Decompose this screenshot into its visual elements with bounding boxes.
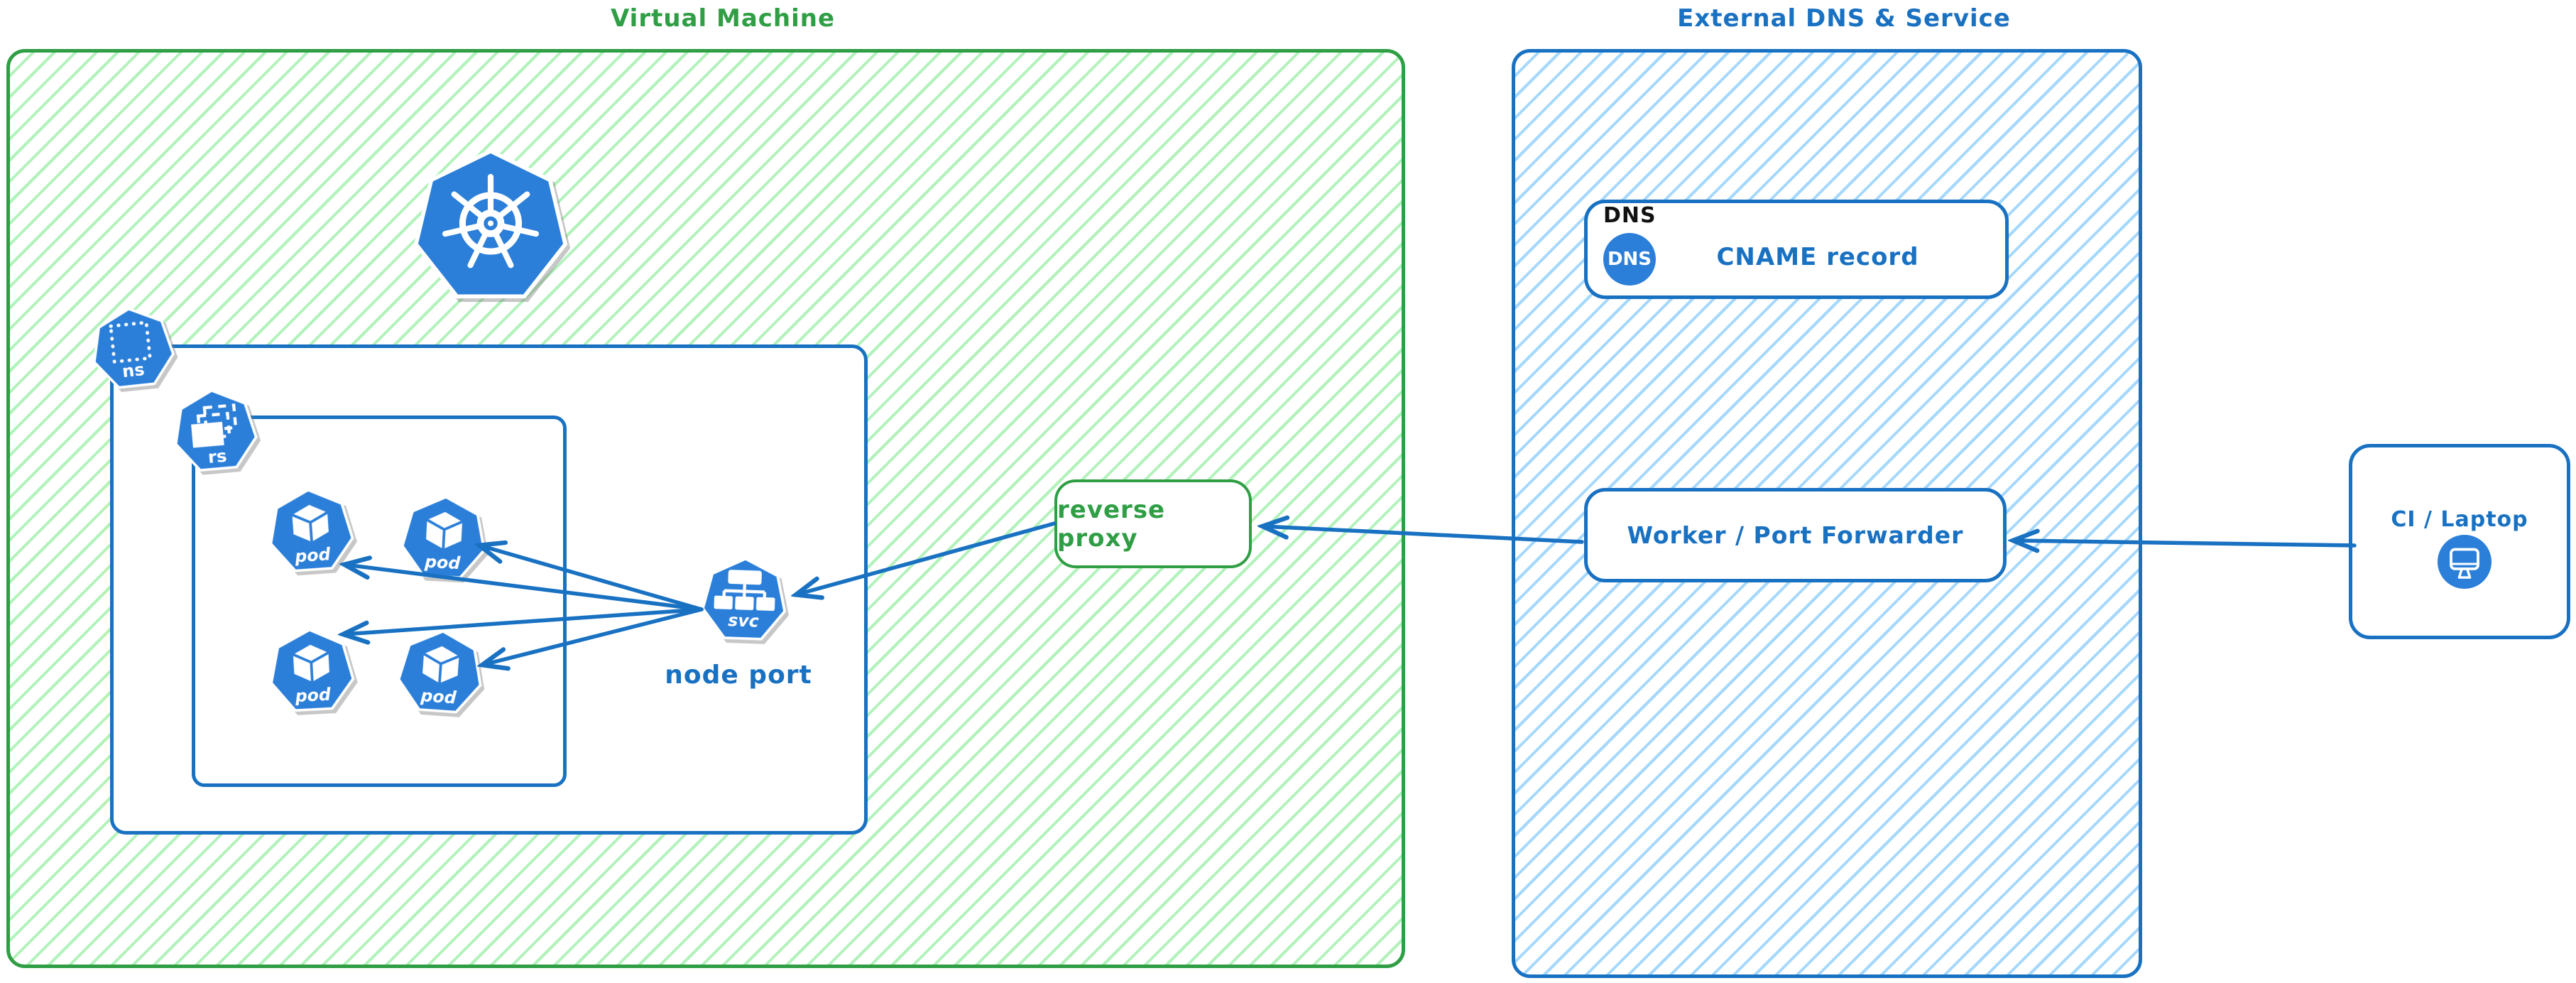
dns-record-box <box>1584 200 2009 299</box>
replicaset-icon: rs <box>174 389 258 472</box>
kubernetes-logo-icon <box>413 148 568 299</box>
client-label: CI / Laptop <box>2391 507 2528 532</box>
pod-label: pod <box>424 552 462 574</box>
dns-circle-icon: DNS <box>1603 233 1656 286</box>
service-icon: svc <box>701 557 787 641</box>
reverse-proxy-label: reverse proxy <box>1057 495 1166 553</box>
pod-label: pod <box>420 685 458 708</box>
cname-record-label: CNAME record <box>1716 243 1919 271</box>
monitor-glyph <box>2450 548 2479 579</box>
namespace-badge-label: ns <box>121 359 146 381</box>
pod-icon-2: pod <box>400 495 486 580</box>
worker-label: Worker / Port Forwarder <box>1627 521 1964 549</box>
reverse-proxy-box: reverse proxy <box>1054 479 1252 568</box>
dns-tag-label: DNS <box>1603 203 1657 228</box>
vm-group-title: Virtual Machine <box>610 4 836 33</box>
pod-icon-4: pod <box>397 629 482 714</box>
worker-box: Worker / Port Forwarder <box>1584 488 2007 582</box>
namespace-icon: ns <box>92 307 175 389</box>
pod-label: pod <box>294 544 332 567</box>
pod-icon-1: pod <box>269 488 354 572</box>
external-group-title: External DNS & Service <box>1677 4 2011 33</box>
pod-label: pod <box>294 685 332 707</box>
node-port-label: node port <box>665 661 812 690</box>
dns-icon-text: DNS <box>1607 249 1652 270</box>
monitor-icon <box>2438 535 2492 589</box>
service-badge-label: svc <box>728 610 759 631</box>
replicaset-badge-label: rs <box>207 445 228 467</box>
pod-icon-3: pod <box>270 628 355 712</box>
